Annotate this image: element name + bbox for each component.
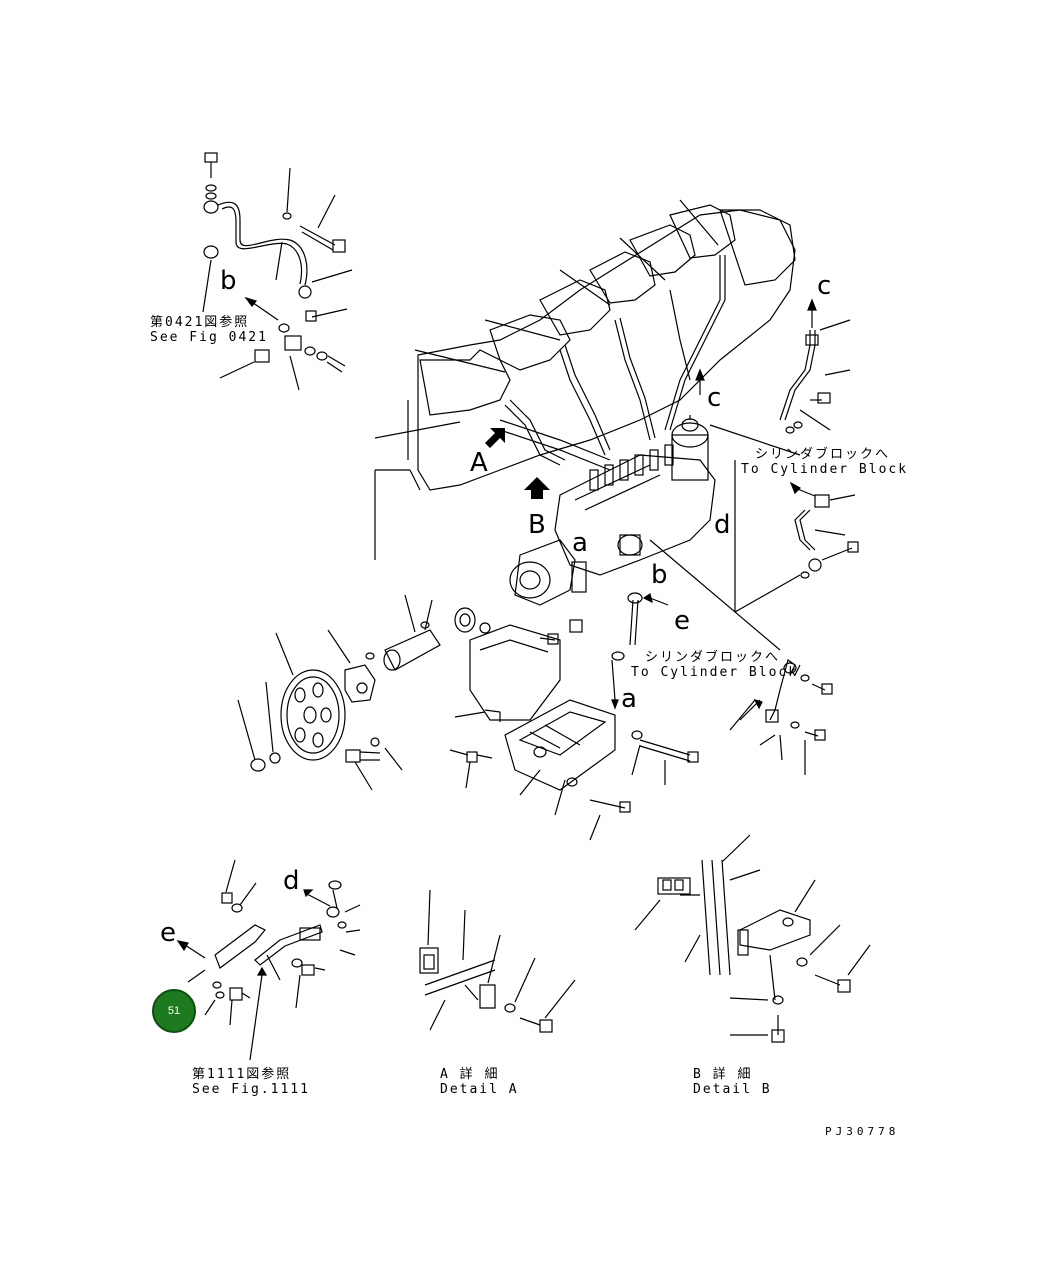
view-letter-e-pump: e <box>674 606 690 636</box>
detail-b-label: B 詳 細 Detail B <box>693 1067 772 1097</box>
see-fig-0421-label: 第0421図参照 See Fig 0421 <box>150 315 268 345</box>
detail-a-en: Detail A <box>440 1082 519 1097</box>
detail-b-jp: B 詳 細 <box>693 1067 753 1082</box>
right-fuel-lines <box>649 319 859 775</box>
view-letter-a-cover: a <box>621 684 637 714</box>
see-fig-0421-en: See Fig 0421 <box>150 330 268 345</box>
see-fig-0421-jp: 第0421図参照 <box>150 315 250 330</box>
see-fig-1111-en: See Fig.1111 <box>192 1082 310 1097</box>
view-arrows <box>485 428 550 499</box>
view-letter-B: B <box>528 510 546 540</box>
view-letter-c-right: c <box>817 271 832 301</box>
drive-gear <box>237 594 491 791</box>
detail-a-jp: A 詳 細 <box>440 1067 500 1082</box>
detail-a-label: A 詳 細 Detail A <box>440 1067 519 1097</box>
to-cylinder-block-label-lower: シリンダブロックへ To Cylinder Block <box>631 650 798 680</box>
to-cylinder-block-en-lower: To Cylinder Block <box>631 665 799 680</box>
see-fig-1111-label: 第1111図参照 See Fig.1111 <box>192 1067 310 1097</box>
to-cylinder-block-jp-lower: シリンダブロックへ <box>645 650 781 665</box>
detail-b-en: Detail B <box>693 1082 772 1097</box>
part-callout-51[interactable]: 51 <box>152 989 196 1033</box>
injection-pump <box>509 415 716 710</box>
top-left-fuel-line <box>202 152 353 391</box>
to-cylinder-block-jp-upper: シリンダブロックへ <box>755 447 891 462</box>
governor-lever-assembly <box>176 859 361 1061</box>
to-cylinder-block-en-upper: To Cylinder Block <box>741 462 909 477</box>
engine-block <box>374 204 796 560</box>
pump-cover <box>449 624 699 841</box>
view-letter-A: A <box>470 448 488 478</box>
view-letter-c-mid: c <box>707 383 722 413</box>
injection-lines <box>374 199 726 466</box>
view-letter-d-pump: d <box>714 510 731 540</box>
view-letter-e-bottom: e <box>160 918 176 948</box>
view-letter-a-pump: a <box>572 528 588 558</box>
direction-arrows <box>642 298 817 606</box>
detail-a-drawing <box>419 889 576 1033</box>
view-letter-b-top: b <box>220 266 237 296</box>
view-letter-d-bottom: d <box>283 866 300 896</box>
drawing-number: PJ30778 <box>825 1125 900 1138</box>
detail-b-drawing <box>634 834 871 1043</box>
see-fig-1111-jp: 第1111図参照 <box>192 1067 292 1082</box>
to-cylinder-block-label-upper: シリンダブロックへ To Cylinder Block <box>741 447 908 477</box>
view-letter-b-pump: b <box>651 560 668 590</box>
